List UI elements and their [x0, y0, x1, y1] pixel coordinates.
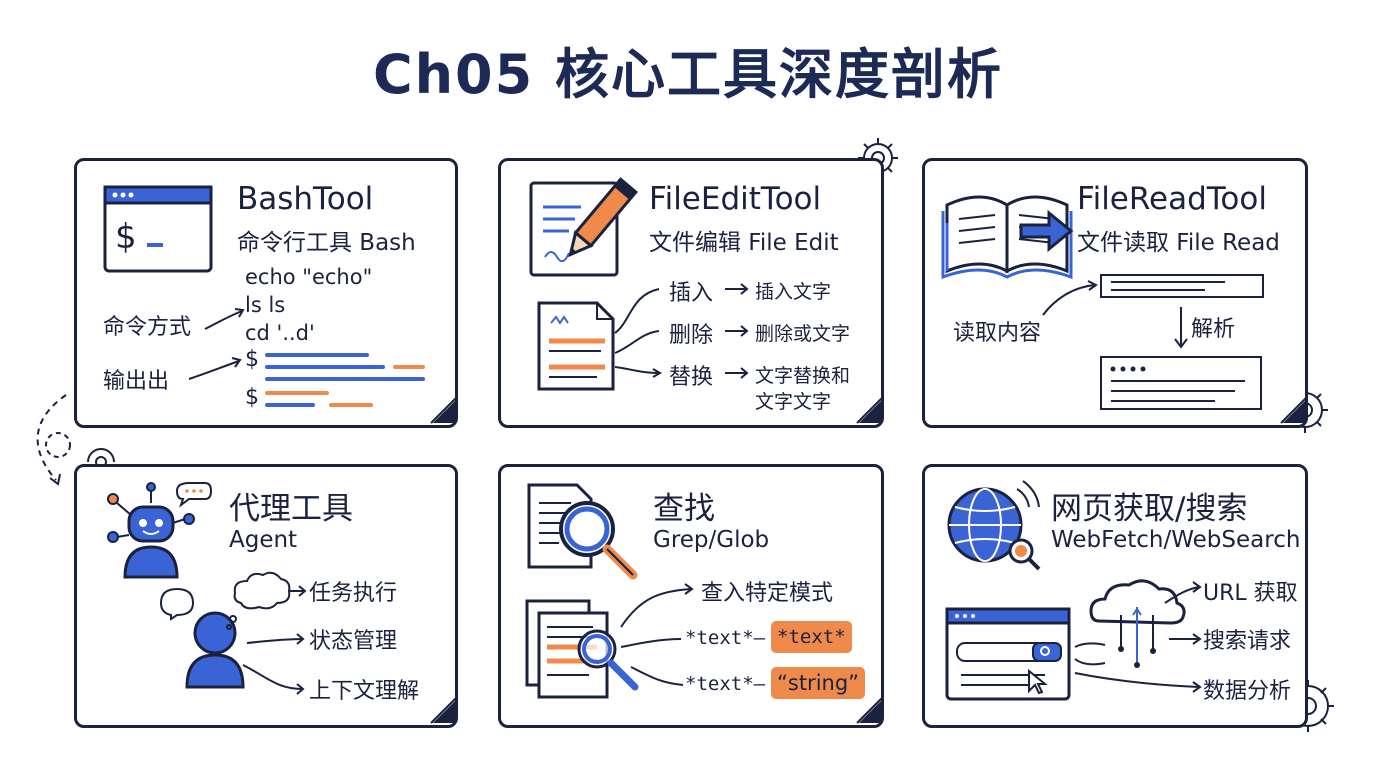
label-read: 读取内容 [953, 321, 1042, 346]
search-item-1: 查入特定模式 [701, 581, 834, 606]
card-fileedittool: FileEditTool 文件编辑 File Edit 插入 插入文字 删除 删… [498, 158, 884, 428]
web-item-3: 数据分析 [1203, 679, 1292, 704]
card-subtitle: WebFetch/WebSearch [1051, 527, 1301, 553]
label-output: 输出出 [103, 369, 170, 394]
card-title: 网页获取/搜索 [1051, 491, 1248, 527]
command-line-1: echo "echo" [245, 265, 373, 289]
op-delete-desc: 删除或文字 [755, 323, 851, 345]
op-insert-label: 插入 [669, 281, 714, 306]
agent-item-3: 上下文理解 [309, 679, 420, 704]
pencil-document-icon [529, 177, 884, 424]
output-prompt-2: $ [245, 385, 259, 410]
card-subtitle: 命令行工具 Bash [237, 230, 416, 256]
command-line-3: cd '..d' [245, 321, 315, 345]
open-book-icon [941, 195, 1308, 424]
card-subtitle: Grep/Glob [653, 527, 770, 553]
arrow-head [49, 473, 61, 486]
agent-item-1: 任务执行 [309, 581, 398, 606]
card-subtitle: Agent [229, 527, 298, 553]
search-pattern-1: *text*– [685, 627, 766, 649]
op-replace-desc-extra: 文字文字 [755, 391, 832, 413]
search-pattern-2: *text*– [685, 673, 766, 695]
dashed-connector [36, 394, 67, 481]
card-title: FileReadTool [1077, 181, 1267, 217]
card-title: FileEditTool [649, 181, 822, 217]
op-insert-desc: 插入文字 [755, 281, 832, 303]
robot-icon [107, 482, 458, 724]
op-replace-label: 替换 [669, 365, 714, 390]
card-subtitle: 文件编辑 File Edit [649, 230, 839, 256]
card-agent: 代理工具 Agent 任务执行 状态管理 上下文理解 [74, 464, 458, 728]
command-line-2: ls ls [245, 293, 286, 317]
search-match-1: *text* [771, 621, 852, 653]
card-webfetch: 网页获取/搜索 WebFetch/WebSearch URL 获取 搜索请求 数… [922, 464, 1308, 728]
card-grepglob: 查找 Grep/Glob 查入特定模式 *text*– *text* *text… [498, 464, 884, 728]
card-bashtool: $ BashTool 命令行工具 Bash echo "echo" ls ls … [74, 158, 458, 428]
op-replace-desc: 文字替换和 [755, 365, 851, 387]
output-prompt-1: $ [245, 347, 259, 372]
globe-icon [945, 480, 1202, 701]
card-title: 查找 [653, 491, 715, 527]
label-parse: 解析 [1191, 317, 1236, 342]
dashed-circle [45, 432, 71, 458]
card-filereadtool: FileReadTool 文件读取 File Read 读取内容 解析 [922, 158, 1308, 428]
search-match-2: “string” [771, 667, 866, 699]
web-item-1: URL 获取 [1203, 581, 1298, 606]
agent-item-2: 状态管理 [309, 629, 398, 654]
terminal-icon [103, 185, 458, 424]
card-title: 代理工具 [229, 491, 353, 527]
terminal-prompt: $ [115, 217, 137, 257]
card-title: BashTool [237, 181, 374, 217]
magnifier-document-icon [525, 483, 884, 724]
label-commands: 命令方式 [103, 315, 192, 340]
web-item-2: 搜索请求 [1203, 629, 1292, 654]
page-title: Ch05 核心工具深度剖析 [372, 43, 1004, 106]
card-subtitle: 文件读取 File Read [1077, 230, 1280, 256]
op-delete-label: 删除 [669, 323, 714, 348]
